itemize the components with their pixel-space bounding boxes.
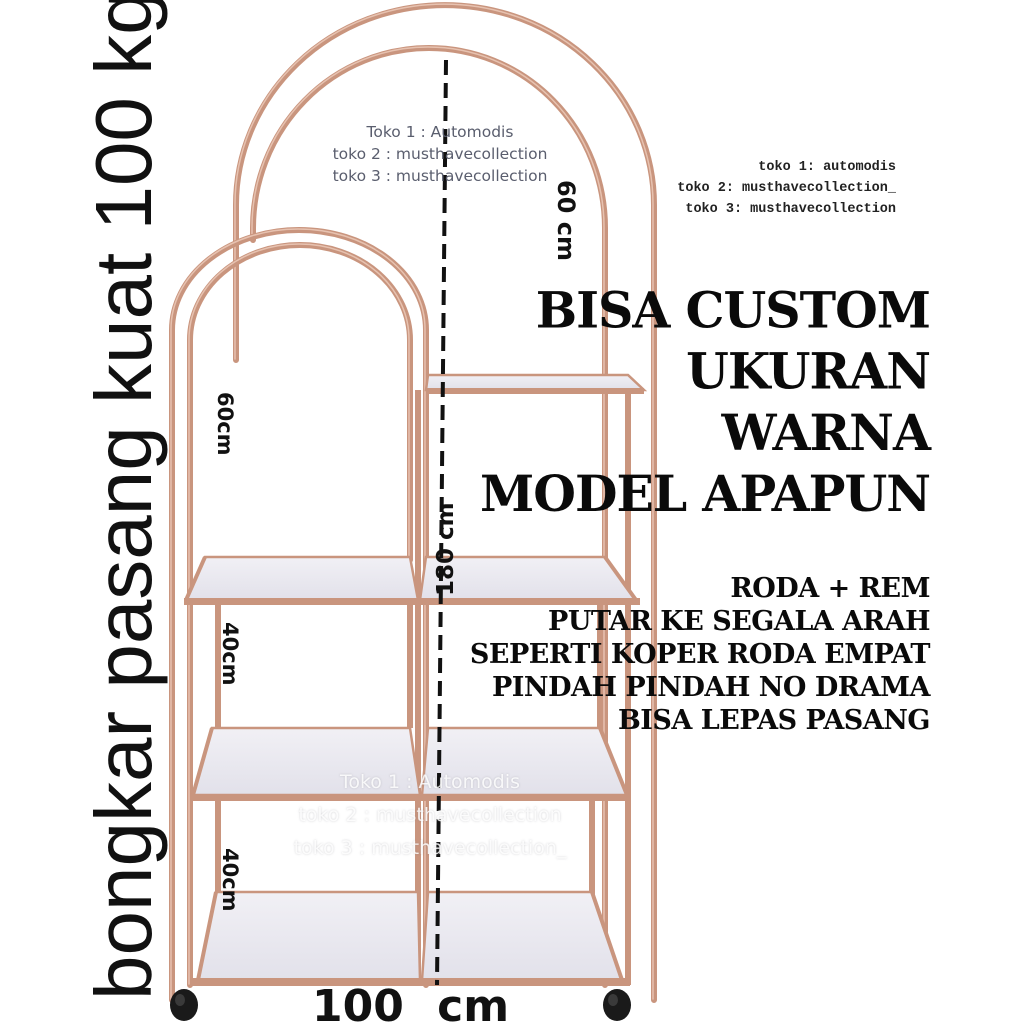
custom-headline: BISA CUSTOM UKURAN WARNA MODEL APAPUN — [480, 280, 931, 525]
watermark-line: Toko 1 : Automodis — [366, 123, 514, 141]
dimension-tall-arch-height: 60 cm — [552, 180, 580, 261]
dimension-middle-shelf-gap: 40cm — [218, 622, 242, 686]
headline-line: BISA CUSTOM — [535, 280, 931, 340]
shelf-level-3 — [190, 726, 630, 801]
watermark-line: toko 1: automodis — [758, 160, 896, 175]
side-braces — [184, 555, 638, 981]
caster-wheels — [170, 989, 631, 1021]
tall-arch-frame — [233, 2, 657, 1003]
side-slogan: bongkar pasang kuat 100 kg — [79, 0, 168, 1000]
dimension-left-arch-height: 60cm — [213, 392, 237, 456]
wheel-left-icon — [170, 989, 198, 1021]
watermark-bottom-faint: Toko 1 : Automodis toko 2 : musthavecoll… — [240, 766, 620, 865]
watermark-line: toko 3 : musthavecollection_ — [293, 837, 567, 859]
headline-line: UKURAN — [686, 341, 931, 401]
watermark-line: toko 2 : musthavecollection — [298, 804, 562, 826]
watermark-top-right: toko 1: automodis toko 2: musthavecollec… — [600, 157, 896, 220]
headline-line: MODEL APAPUN — [480, 464, 931, 524]
headline-line: WARNA — [721, 403, 931, 463]
feature-list: RODA + REM PUTAR KE SEGALA ARAH SEPERTI … — [469, 572, 931, 737]
dimension-total-height: 180 cm — [433, 502, 459, 596]
feature-item: BISA LEPAS PASANG — [617, 705, 931, 736]
dimension-bottom-shelf-gap: 40cm — [218, 848, 242, 912]
short-arch-frame — [169, 227, 429, 1003]
wheel-right-icon — [603, 989, 631, 1021]
watermark-line: toko 3: musthavecollection — [685, 202, 896, 217]
feature-item: RODA + REM — [730, 573, 930, 604]
feature-item: SEPERTI KOPER RODA EMPAT — [469, 639, 931, 670]
watermark-line: Toko 1 : Automodis — [339, 771, 521, 793]
watermark-top-center: Toko 1 : Automodis toko 2 : musthavecoll… — [290, 121, 590, 187]
height-measure-line — [435, 59, 448, 986]
shelf-top-right — [424, 373, 648, 394]
dimension-total-width: 100 cm — [312, 981, 510, 1032]
watermark-line: toko 2: musthavecollection_ — [677, 181, 896, 196]
feature-item: PUTAR KE SEGALA ARAH — [548, 606, 930, 637]
watermark-line: toko 3 : musthavecollection — [332, 167, 548, 185]
inner-posts — [215, 380, 631, 985]
shelf-level-4 — [190, 890, 630, 986]
feature-item: PINDAH PINDAH NO DRAMA — [491, 672, 931, 703]
watermark-line: toko 2 : musthavecollection — [332, 145, 548, 163]
